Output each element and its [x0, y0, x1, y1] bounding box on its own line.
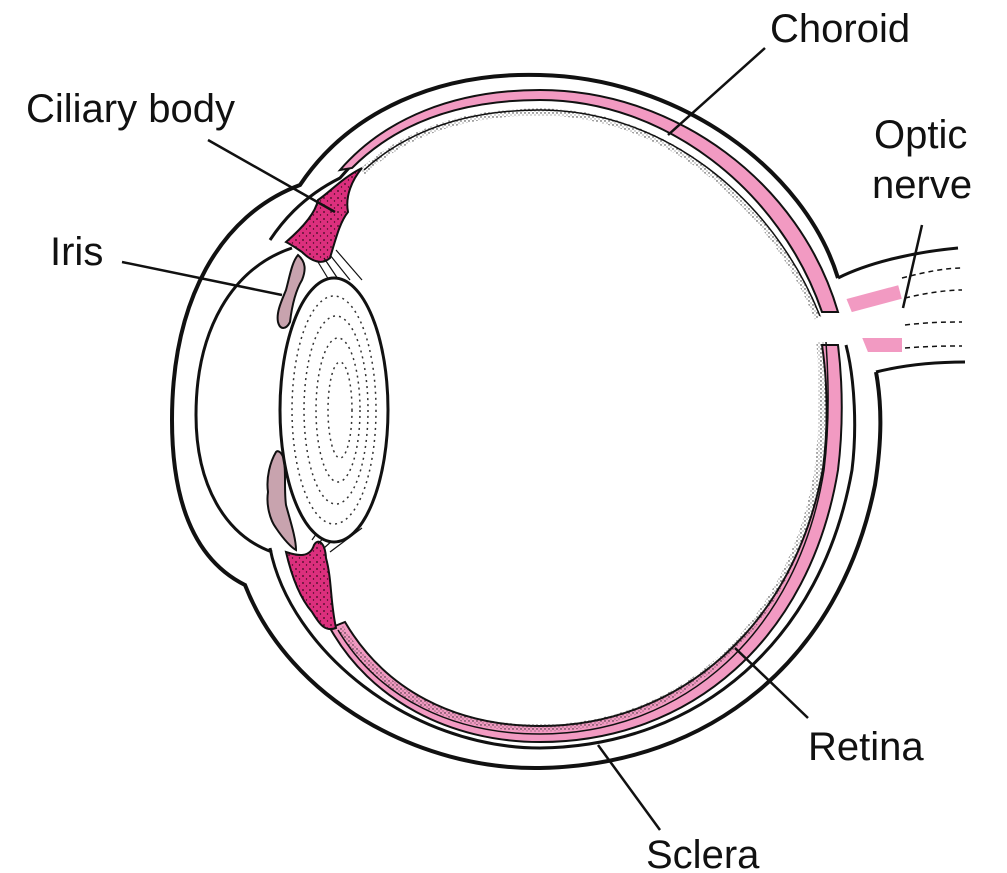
optic-nerve-label-line1: Optic [874, 113, 967, 157]
iris-label: Iris [50, 230, 103, 274]
optic-nerve-leader [903, 225, 922, 308]
optic-nerve-label-line2: nerve [872, 163, 972, 207]
choroid-leader [668, 48, 765, 135]
retina-label: Retina [808, 725, 924, 769]
sclera-label: Sclera [646, 833, 760, 873]
lens [280, 278, 388, 542]
choroid-label: Choroid [770, 7, 910, 51]
ciliary-body-label: Ciliary body [26, 87, 235, 131]
